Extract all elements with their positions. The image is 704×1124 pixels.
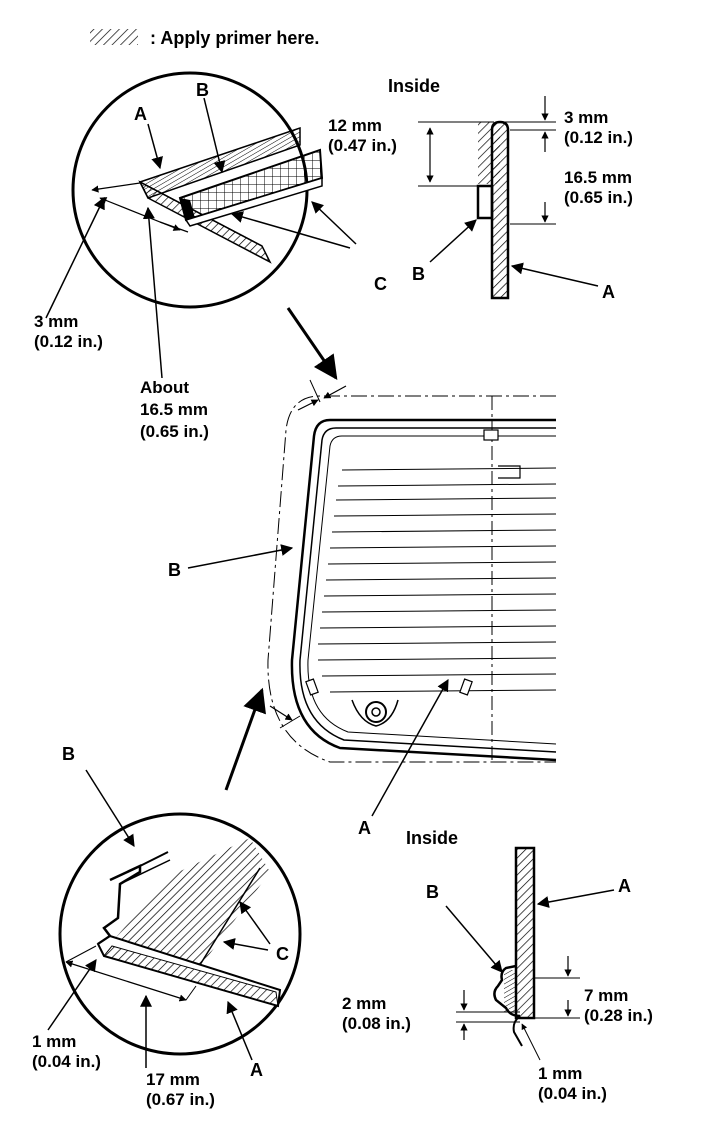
- bottom-detail-label-a: A: [250, 1060, 263, 1080]
- bottom-inside-label: Inside: [406, 828, 459, 848]
- section-dim-16-5mm: 16.5 mm: [564, 168, 633, 187]
- primer-hatch-swatch-icon: [90, 29, 138, 45]
- bsection-label-b: B: [426, 882, 439, 902]
- detail-dim-17mm: 17 mm: [146, 1070, 200, 1089]
- top-detail-circle: [71, 71, 357, 309]
- section-dim-12mm-in: (0.47 in.): [328, 136, 397, 155]
- section-dim-3mm-in: (0.12 in.): [564, 128, 633, 147]
- dim-about-mm: 16.5 mm: [140, 400, 209, 419]
- top-detail-label-c: C: [374, 274, 387, 294]
- bottom-detail-label-b: B: [62, 744, 75, 764]
- section-dim-12mm: 12 mm: [328, 116, 382, 135]
- dim-3mm-mm: 3 mm: [34, 312, 79, 331]
- bsection-dim-7mm: 7 mm: [584, 986, 629, 1005]
- bsection-dim-7mm-in: (0.28 in.): [584, 1006, 653, 1025]
- detail-dim-17mm-in: (0.67 in.): [146, 1090, 215, 1109]
- detail-dim-1mm-in: (0.04 in.): [32, 1052, 101, 1071]
- bottom-detail-circle: [58, 769, 302, 1061]
- glass-view: [267, 379, 557, 763]
- bsection-label-a: A: [618, 876, 631, 896]
- dim-3mm-in: (0.12 in.): [34, 332, 103, 351]
- section-label-b: B: [412, 264, 425, 284]
- section-dim-3mm: 3 mm: [564, 108, 609, 127]
- top-section-drawing: [418, 96, 599, 300]
- detail-dim-1mm: 1 mm: [32, 1032, 77, 1051]
- bsection-dim-2mm: 2 mm: [342, 994, 387, 1013]
- dim-about-in: (0.65 in.): [140, 422, 209, 441]
- section-label-a: A: [602, 282, 615, 302]
- top-detail-label-a: A: [134, 104, 147, 124]
- top-inside-label: Inside: [388, 76, 441, 96]
- dim-about-label: About: [140, 378, 190, 397]
- bsection-dim-1mm-in: (0.04 in.): [538, 1084, 607, 1103]
- bottom-detail-label-c: C: [276, 944, 289, 964]
- bottom-section-drawing: [445, 846, 615, 1061]
- top-detail-label-b: B: [196, 80, 209, 100]
- bsection-dim-2mm-in: (0.08 in.): [342, 1014, 411, 1033]
- glass-label-a: A: [358, 818, 371, 838]
- bsection-dim-1mm: 1 mm: [538, 1064, 583, 1083]
- section-dim-16-5mm-in: (0.65 in.): [564, 188, 633, 207]
- legend-text: : Apply primer here.: [150, 28, 320, 48]
- glass-label-b: B: [168, 560, 181, 580]
